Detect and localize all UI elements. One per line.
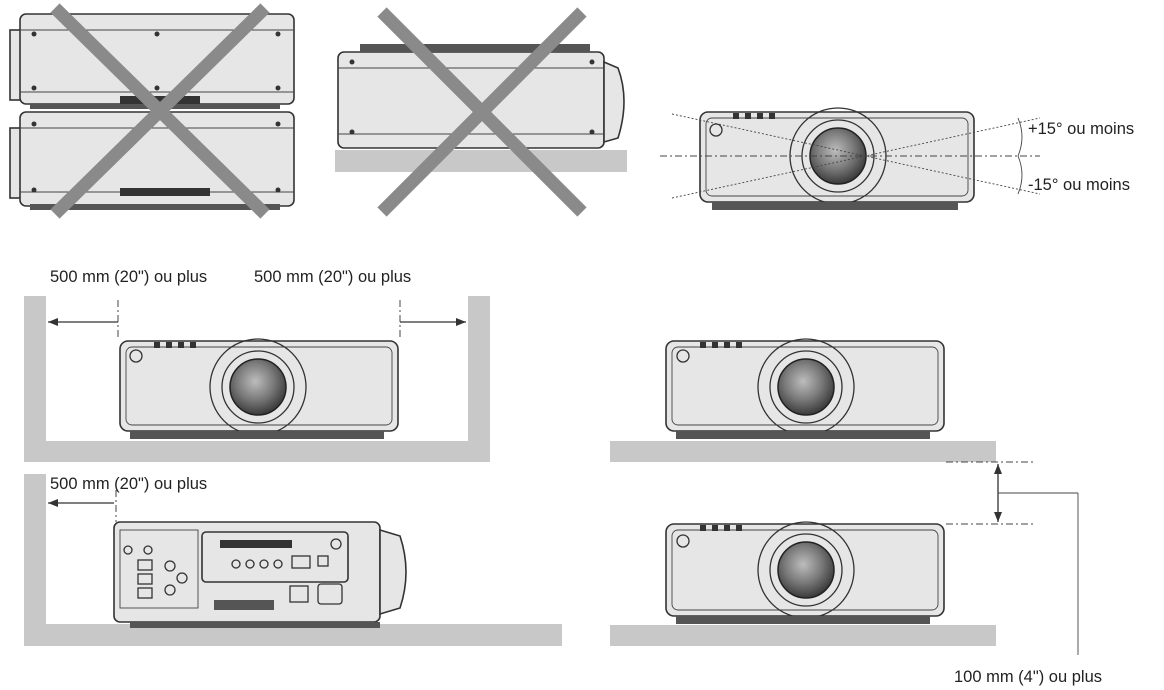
- upper-projector: [665, 338, 945, 439]
- vertical-clearance-label: 100 mm (4") ou plus: [954, 668, 1103, 686]
- rear-clearance-label: 500 mm (20") ou plus: [50, 475, 208, 493]
- wall-enclosure: [24, 296, 490, 462]
- side-standing-projector-prohibited: [335, 7, 627, 217]
- vertical-clearance-diagram: [610, 338, 1079, 655]
- shelf: [335, 150, 627, 172]
- shelf: [610, 441, 996, 462]
- stacked-projectors-prohibited: [9, 3, 295, 219]
- tilt-down-label: -15° ou moins: [1028, 176, 1130, 194]
- side-clearance-left-label: 500 mm (20") ou plus: [50, 268, 208, 286]
- rear-clearance-diagram: [24, 474, 562, 646]
- prohibited-cross-line: [50, 3, 270, 219]
- shelf: [610, 625, 996, 646]
- tilt-up-label: +15° ou moins: [1028, 120, 1135, 138]
- tilt-angle-projector: [660, 107, 1041, 210]
- side-clearance-diagram: [24, 296, 490, 462]
- lower-projector: [665, 521, 945, 624]
- side-clearance-right-label: 500 mm (20") ou plus: [254, 268, 412, 286]
- wall-enclosure: [24, 474, 562, 646]
- prohibited-cross-line: [377, 7, 587, 217]
